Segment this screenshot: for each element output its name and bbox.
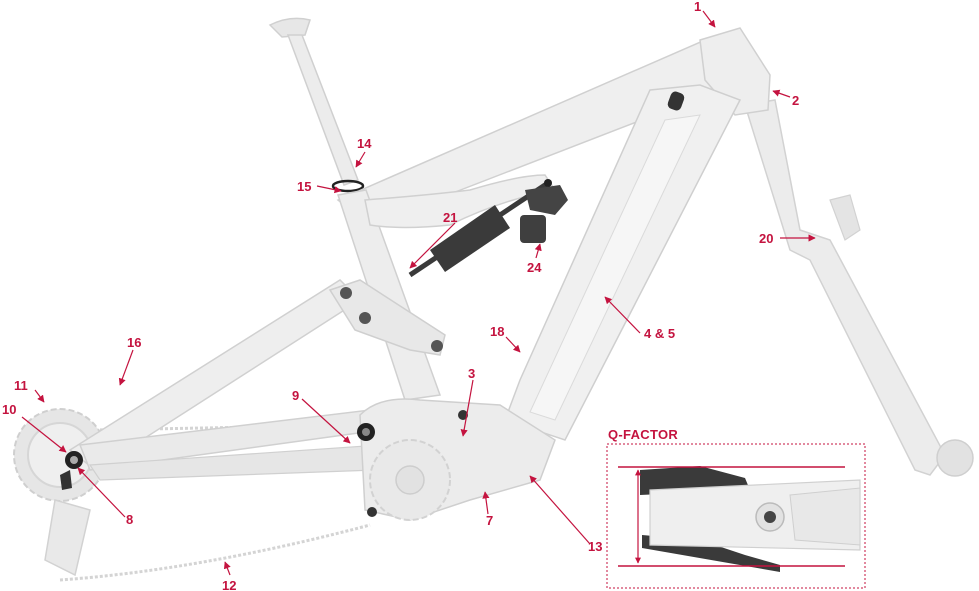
rear-cassette	[13, 408, 107, 577]
rear-triangle	[68, 279, 382, 481]
callout-11: 11	[14, 378, 28, 393]
callout-18: 18	[490, 324, 504, 339]
callout-20: 20	[759, 231, 773, 246]
callout-3: 3	[468, 366, 475, 381]
main-frame	[336, 27, 771, 441]
callout-15: 15	[297, 179, 311, 194]
motor-housing	[357, 398, 556, 521]
q-factor-inset: Q-FACTOR	[606, 427, 866, 589]
callout-2: 2	[792, 93, 799, 108]
callout-14: 14	[357, 136, 372, 151]
callout-4-5: 4 & 5	[644, 326, 675, 341]
seatpost	[268, 17, 365, 193]
callout-arrows	[21, 10, 816, 576]
callout-7: 7	[486, 513, 493, 528]
callout-9: 9	[292, 388, 299, 403]
callout-10: 10	[2, 402, 16, 417]
callout-8: 8	[126, 512, 133, 527]
rear-axle	[60, 451, 83, 490]
callout-24: 24	[527, 260, 542, 275]
callout-12: 12	[222, 578, 236, 591]
callout-1: 1	[694, 0, 701, 14]
callout-16: 16	[127, 335, 141, 350]
callout-labels: 1 2 3 4 & 5 7 8 9 10 11 12 13 14 15 16 1…	[2, 0, 799, 591]
callout-13: 13	[588, 539, 602, 554]
q-factor-title: Q-FACTOR	[608, 427, 678, 442]
fork	[744, 99, 974, 477]
rear-shock	[408, 179, 568, 278]
rocker-link	[328, 279, 446, 356]
callout-21: 21	[443, 210, 457, 225]
